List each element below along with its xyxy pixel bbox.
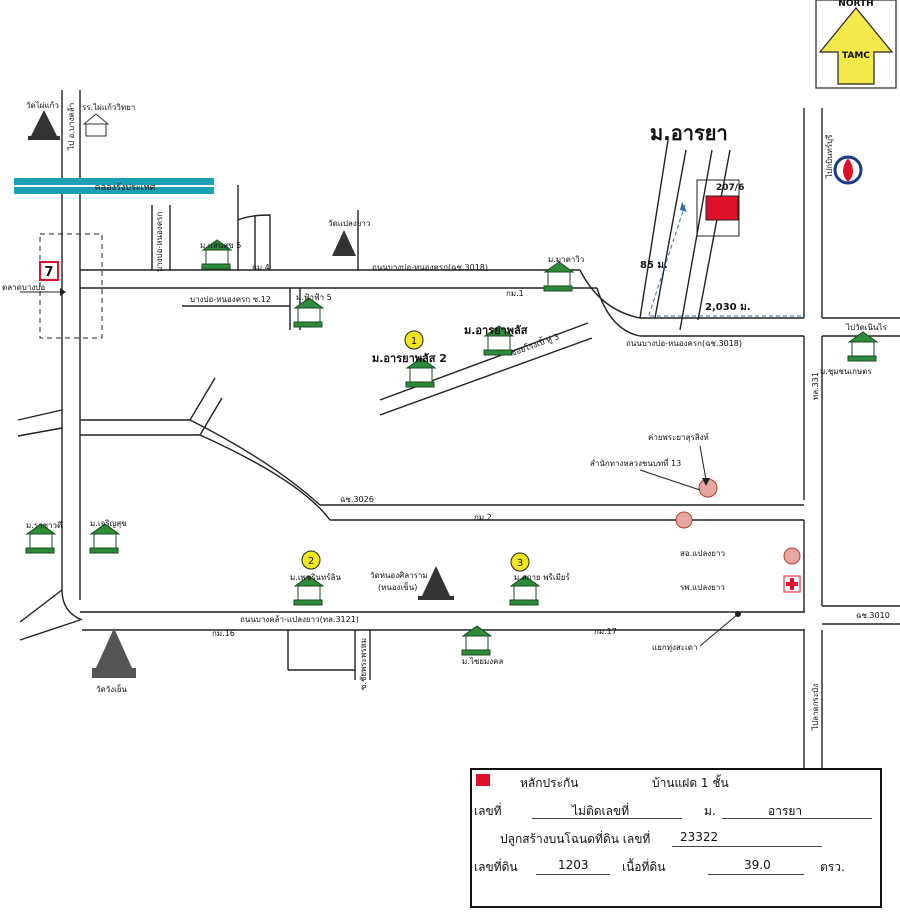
svg-text:3: 3 (517, 558, 523, 569)
svg-text:ฉช.3026: ฉช.3026 (340, 495, 374, 504)
no-value: ไม่ติดเลขที่ (572, 804, 630, 818)
svg-text:ม.ราชาวดี: ม.ราชาวดี (26, 521, 62, 530)
svg-text:ไป อ.บางคล้า: ไป อ.บางคล้า (67, 103, 76, 151)
seven-eleven-icon: 7 (39, 261, 59, 281)
north-arrow: NORTH TAMC (815, 0, 897, 89)
svg-text:ไปลาดกระบัง: ไปลาดกระบัง (811, 684, 820, 731)
svg-text:1: 1 (411, 336, 417, 347)
svg-text:ทล.331: ทล.331 (811, 372, 820, 400)
svg-text:ม.เจริญสุข: ม.เจริญสุข (90, 519, 127, 528)
svg-text:บางบ่อ-หนองครก: บางบ่อ-หนองครก (155, 212, 164, 272)
svg-text:กม.16: กม.16 (212, 629, 235, 638)
map-labels: วัดไผ่แก้ว รร.ไผ่แก้ววิทยา ไป อ.บางคล้า … (26, 101, 890, 731)
svg-text:7: 7 (44, 265, 53, 280)
temple-icon (28, 110, 454, 678)
area-value: 39.0 (744, 858, 771, 872)
house-type: บ้านแฝด 1 ชั้น (652, 776, 729, 790)
area-label: เนื้อที่ดิน (622, 860, 666, 874)
svg-text:ถนนบางบ่อ-หนองครก(ฉช.3018): ถนนบางบ่อ-หนองครก(ฉช.3018) (626, 339, 742, 348)
svg-text:วัดหนองศิลาราม: วัดหนองศิลาราม (370, 571, 428, 580)
svg-text:ม.อารยาพลัส 2: ม.อารยาพลัส 2 (372, 352, 447, 365)
svg-text:วัดไผ่แก้ว: วัดไผ่แก้ว (26, 101, 59, 110)
svg-text:วัดแปลงยาว: วัดแปลงยาว (328, 219, 370, 228)
svg-text:ซ.ชัยพระพรหม: ซ.ชัยพระพรหม (359, 638, 368, 690)
svg-text:สอ.แปลงยาว: สอ.แปลงยาว (680, 549, 725, 558)
svg-text:กม.1: กม.1 (506, 289, 524, 298)
collateral-marker (476, 774, 490, 786)
svg-text:รร.ไผ่แก้ววิทยา: รร.ไผ่แก้ววิทยา (82, 103, 135, 112)
distance-85: 85 ม. (640, 260, 668, 271)
svg-text:แยกทุ่งสะเดา: แยกทุ่งสะเดา (652, 643, 697, 652)
svg-text:ฉช.3010: ฉช.3010 (856, 611, 890, 620)
school-icon (82, 113, 110, 137)
tamc-label: TAMC (842, 51, 870, 61)
house-number: 207/6 (716, 183, 744, 193)
village-icons (25, 239, 879, 656)
svg-text:ม.เพชรินทร์ลิน: ม.เพชรินทร์ลิน (290, 572, 341, 582)
svg-text:ค่ายพระยาสุรสิงห์: ค่ายพระยาสุรสิงห์ (648, 432, 709, 442)
svg-text:(หนองเข็น): (หนองเข็น) (378, 582, 417, 592)
land-number: 1203 (558, 858, 589, 872)
number-badges: 1 2 3 (301, 330, 530, 572)
svg-text:ม.สกาย พรีเมียร์: ม.สกาย พรีเมียร์ (514, 572, 571, 582)
land-no-label: เลขที่ดิน (474, 860, 518, 874)
map-title: ม.อารยา (650, 121, 728, 145)
property-plot (705, 195, 739, 221)
canal: คลองรังประเทศ (14, 178, 214, 194)
svg-text:กม.4: กม.4 (252, 263, 270, 272)
svg-text:2: 2 (308, 556, 314, 567)
m-value: อารยา (768, 804, 803, 818)
legend-panel: หลักประกัน บ้านแฝด 1 ชั้น เลขที่ ไม่ติดเ… (470, 768, 882, 908)
collateral-label: หลักประกัน (520, 776, 579, 790)
svg-text:กม.2: กม.2 (474, 513, 492, 522)
svg-text:ไปวัดเนินไร: ไปวัดเนินไร (845, 323, 887, 332)
distance-85-line (647, 204, 686, 319)
svg-text:สำนักทางหลวงชนบทที่ 13: สำนักทางหลวงชนบทที่ 13 (590, 457, 681, 468)
north-label: NORTH (838, 0, 873, 9)
svg-text:ม.แสนสุข 5: ม.แสนสุข 5 (200, 241, 241, 250)
svg-text:ม.ชุมชนเกษตร: ม.ชุมชนเกษตร (820, 367, 872, 376)
svg-text:ม.ไชยมงคล: ม.ไชยมงคล (462, 657, 503, 666)
svg-text:ม.อารยาพลัส: ม.อารยาพลัส (464, 324, 528, 337)
svg-text:ถนนบางบ่อ-หนองครก(ฉช.3018): ถนนบางบ่อ-หนองครก(ฉช.3018) (372, 263, 488, 272)
area-unit: ตรว. (820, 860, 845, 874)
fuel-station-icon (833, 155, 863, 185)
market-area (39, 233, 103, 339)
no-label: เลขที่ (474, 804, 502, 818)
m-label: ม. (704, 804, 716, 818)
built-label: ปลูกสร้างบนโฉนดที่ดิน เลขที่ (500, 832, 651, 846)
talad-label: ตลาดบางบ่อ (2, 283, 45, 292)
svg-text:กม.17: กม.17 (594, 627, 617, 636)
svg-text:ม.มาตาวิว: ม.มาตาวิว (548, 255, 584, 264)
landmark-icons (639, 445, 801, 647)
svg-text:วัดวังเย็น: วัดวังเย็น (96, 684, 128, 694)
svg-text:ไปกบินทร์บุรี: ไปกบินทร์บุรี (824, 134, 834, 179)
deed-number: 23322 (680, 830, 719, 844)
svg-text:ถนนบางคล้า-แปลงยาว(ทล.3121): ถนนบางคล้า-แปลงยาว(ทล.3121) (240, 615, 359, 624)
svg-text:รพ.แปลงยาว: รพ.แปลงยาว (680, 583, 725, 592)
svg-text:บางบ่อ-หนองครก ซ.12: บางบ่อ-หนองครก ซ.12 (190, 295, 271, 304)
canal-label: คลองรังประเทศ (95, 183, 156, 193)
svg-text:ม.ฟ้าฟ้า 5: ม.ฟ้าฟ้า 5 (296, 293, 332, 302)
distance-2030: 2,030 ม. (705, 302, 751, 313)
